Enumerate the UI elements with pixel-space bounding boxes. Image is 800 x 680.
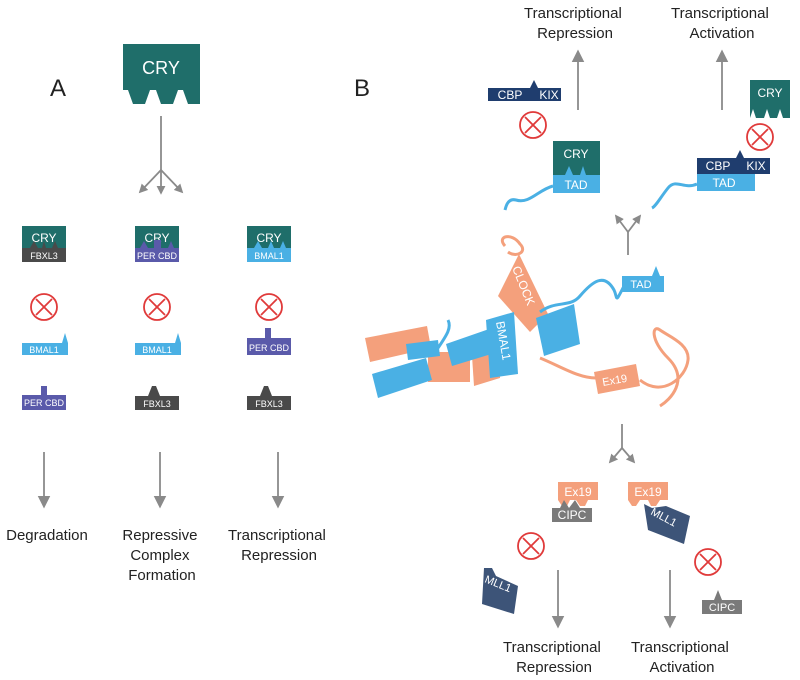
bottom-outcome-repression: Transcriptional Repression	[503, 639, 605, 676]
cry-protein-top: CRY	[123, 44, 200, 104]
col2-cry-label: CRY	[144, 231, 169, 245]
ex19-mll1-ex19-label: Ex19	[634, 485, 662, 499]
ex19-cipc-complex: Ex19 CIPC	[552, 482, 598, 522]
cry-free-label: CRY	[757, 86, 782, 100]
col3-cry-label: CRY	[256, 231, 281, 245]
ex19-mll1-complex: Ex19 MLL1	[628, 482, 690, 544]
tad-bound-label: TAD	[712, 176, 735, 190]
col1-percbd-label: PER CBD	[24, 398, 65, 408]
inhibit-icon	[694, 548, 722, 576]
col2-bmal1-label: BMAL1	[142, 345, 172, 355]
cbp-kix-tad-complex: CBP KIX TAD	[651, 150, 770, 210]
inhibit-icon	[255, 293, 283, 321]
cry-top-label: CRY	[142, 58, 180, 78]
inhibit-icon	[143, 293, 171, 321]
branch-arrow-a	[138, 116, 184, 195]
inhibit-icon	[517, 532, 545, 560]
cry-free: CRY	[750, 80, 790, 118]
panel-a-label: A	[50, 75, 66, 102]
inhibit-icon	[746, 123, 774, 151]
bmal1-label: BMAL1	[493, 320, 514, 362]
col3-bmal1-label: BMAL1	[254, 251, 284, 261]
col1-bmal1-label: BMAL1	[29, 345, 59, 355]
col1-fbxl3-label: FBXL3	[30, 251, 58, 261]
ex19-cipc-ex19-label: Ex19	[564, 485, 592, 499]
top-outcome-activation: Transcriptional Activation	[671, 5, 773, 42]
column-degradation: CRY FBXL3 BMAL1 PER CBD Degradation	[6, 226, 88, 544]
col3-fbxl3-label: FBXL3	[255, 399, 283, 409]
mll1-free: MLL1	[482, 568, 518, 614]
col2-fbxl3-label: FBXL3	[143, 399, 171, 409]
panel-b: B Transcriptional Repression Transcripti…	[354, 5, 790, 676]
outcome-repressive-complex: Repressive Complex Formation	[122, 527, 201, 584]
inhibit-icon	[30, 293, 58, 321]
panel-a: A CRY CRY FBXL3 BMAL1 PER CBD Degra	[6, 44, 330, 584]
ex19-label: Ex19	[601, 373, 628, 389]
cbp-label: CBP	[498, 88, 523, 102]
cry-tad-complex: CRY TAD	[503, 141, 600, 211]
col1-cry-label: CRY	[31, 231, 56, 245]
kix-label: KIX	[539, 88, 558, 102]
col3-percbd-label: PER CBD	[249, 343, 290, 353]
column-transcriptional-repression: CRY BMAL1 PER CBD FBXL3 Transcriptional …	[228, 226, 330, 564]
panel-b-label: B	[354, 75, 370, 102]
top-outcome-repression: Transcriptional Repression	[524, 5, 626, 42]
outcome-transcriptional-repression: Transcriptional Repression	[228, 527, 330, 564]
column-repressive-complex: CRY PER CBD BMAL1 FBXL3 Repressive Compl…	[122, 226, 201, 584]
cbp-bound-label: CBP	[706, 159, 731, 173]
branch-arrow-top	[614, 214, 642, 255]
col2-percbd-label: PER CBD	[137, 251, 178, 261]
cry-label: CRY	[563, 147, 588, 161]
cipc-free: CIPC	[702, 590, 742, 614]
cbp-kix-free: CBP KIX	[488, 80, 561, 102]
outcome-degradation: Degradation	[6, 527, 88, 544]
cipc-free-label: CIPC	[709, 602, 735, 614]
branch-arrow-bottom	[608, 424, 636, 464]
kix-bound-label: KIX	[746, 159, 765, 173]
tad-free-label: TAD	[630, 279, 651, 291]
clock-bmal1-complex: CLOCK BMAL1 Ex19 TAD	[365, 235, 690, 408]
cipc-bound-label: CIPC	[558, 508, 587, 522]
bottom-outcome-activation: Transcriptional Activation	[631, 639, 733, 676]
tad-label: TAD	[564, 178, 587, 192]
inhibit-icon	[519, 111, 547, 139]
